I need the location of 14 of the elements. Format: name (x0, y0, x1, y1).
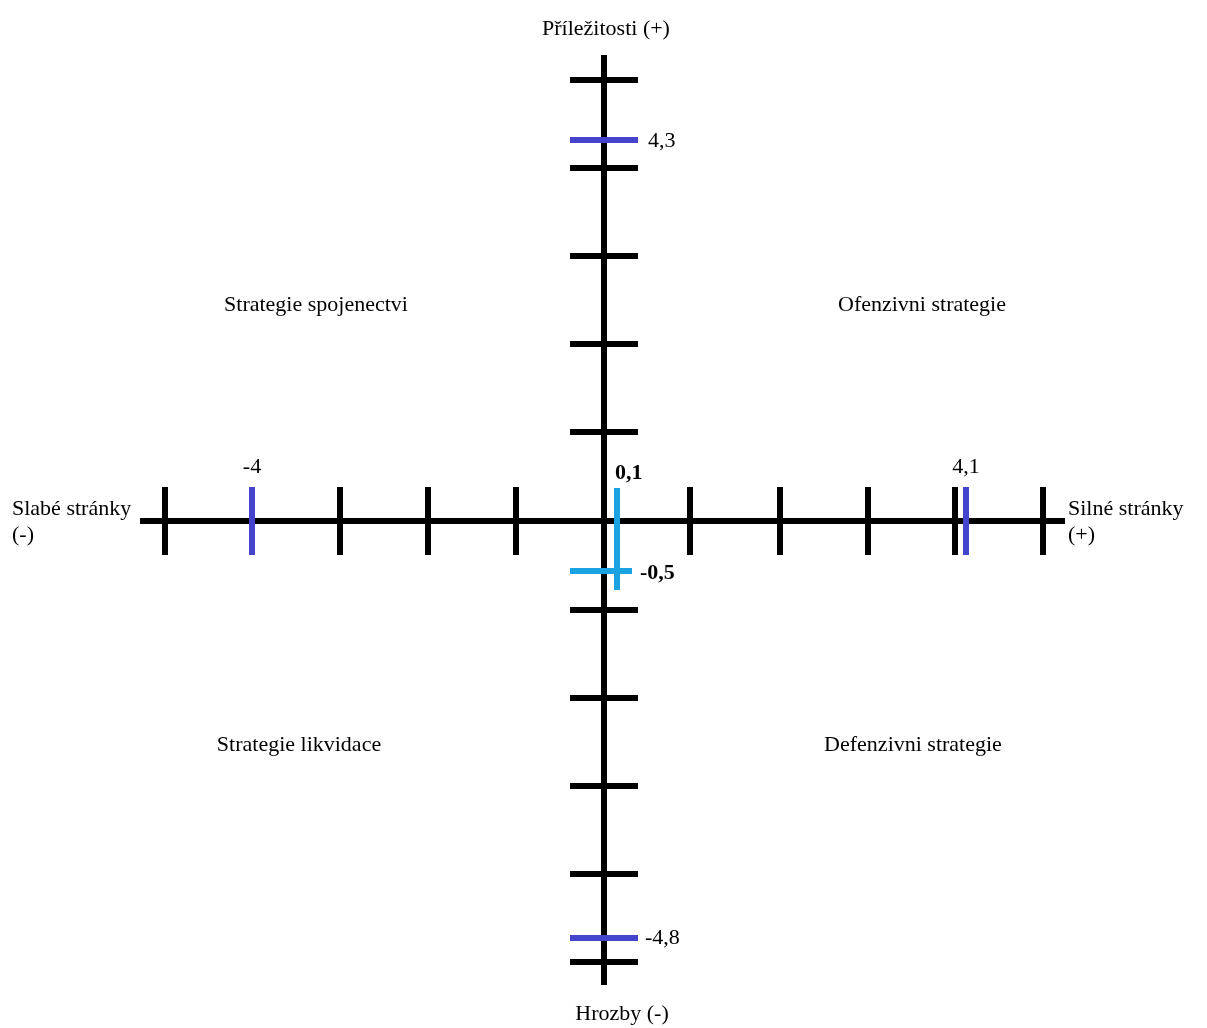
quadrant-label: Defenzivni strategie (824, 730, 1002, 758)
tick-value: -0,5 (640, 558, 675, 586)
tick-value: 4,1 (952, 452, 980, 480)
axis-title: Příležitosti (+) (542, 14, 670, 42)
tick-value: -4,8 (645, 923, 680, 951)
quadrant-label: Strategie spojenectvi (224, 290, 408, 318)
axis-title: Hrozby (-) (575, 999, 669, 1027)
tick-value: -4 (242, 452, 262, 480)
tick-value: 0,1 (615, 458, 643, 486)
axis-title: Slabé stránky (-) (12, 494, 133, 548)
tick-value: 4,3 (648, 126, 676, 154)
quadrant-label: Ofenzivni strategie (838, 290, 1006, 318)
quadrant-label: Strategie likvidace (216, 730, 382, 758)
axis-title: Silné stránky (+) (1068, 494, 1185, 548)
